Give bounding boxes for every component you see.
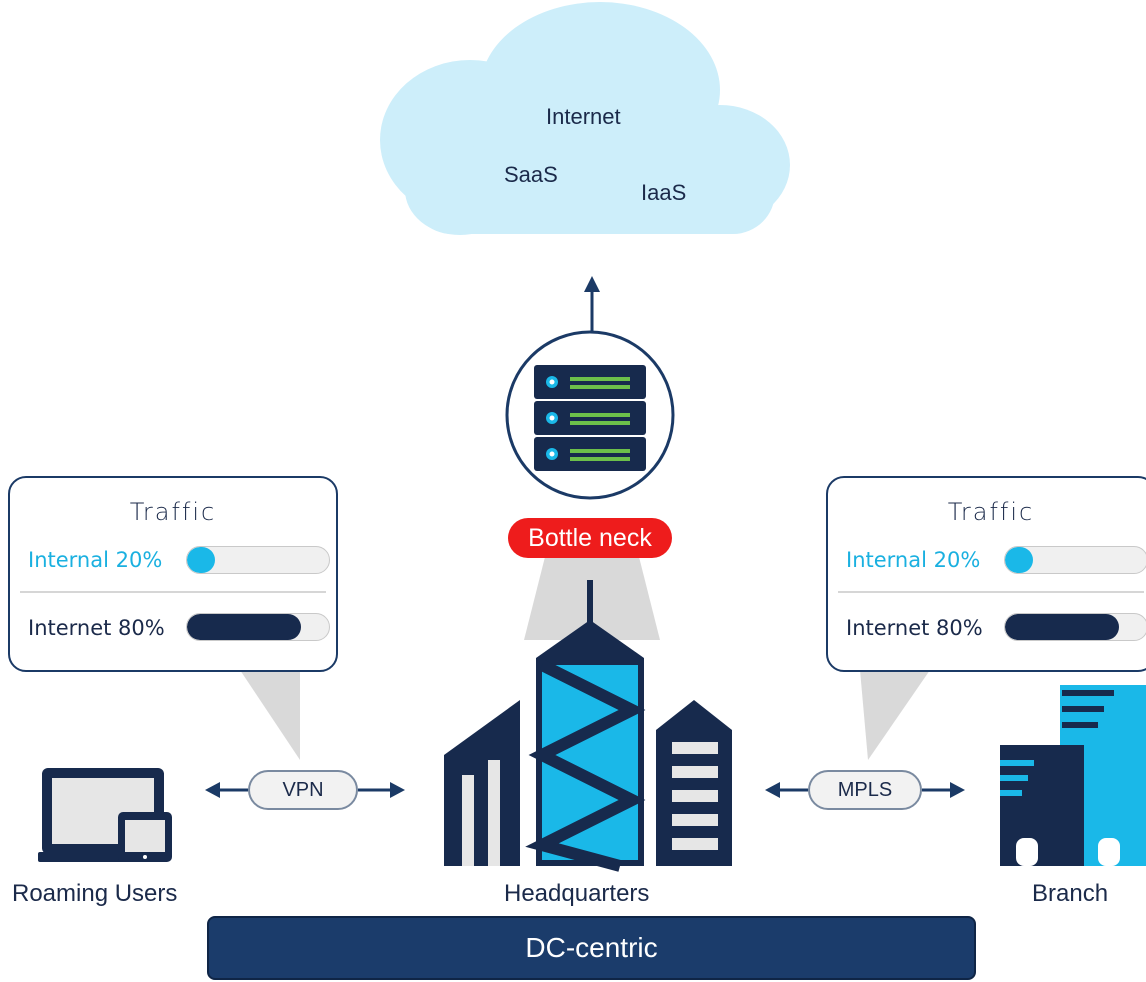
left-internet-label: Internet 80%	[28, 616, 165, 640]
left-callout-pointer	[240, 670, 300, 760]
cloud-label-iaas: IaaS	[641, 180, 687, 205]
left-traffic-divider	[20, 591, 326, 593]
vpn-arrow-right	[358, 782, 405, 798]
headquarters-label: Headquarters	[504, 880, 650, 907]
right-traffic-panel: Traffic Internal 20% Internet 80%	[826, 476, 1146, 672]
right-internet-bar	[1004, 613, 1146, 641]
vpn-link-pill: VPN	[248, 770, 358, 810]
tablet-icon	[118, 812, 172, 862]
left-internet-bar	[186, 613, 330, 641]
bottleneck-badge: Bottle neck	[508, 518, 672, 558]
right-internet-fill	[1005, 614, 1119, 640]
left-traffic-panel: Traffic Internal 20% Internet 80%	[8, 476, 338, 672]
mpls-arrow-left	[765, 782, 808, 798]
headquarters-icon	[444, 580, 732, 872]
left-internal-fill	[187, 547, 216, 573]
roaming-users-label: Roaming Users	[12, 880, 178, 907]
right-internal-fill	[1005, 547, 1034, 573]
right-internal-bar	[1004, 546, 1146, 574]
cloud-shape	[380, 2, 790, 235]
mpls-arrow-right	[922, 782, 965, 798]
right-internet-label: Internet 80%	[846, 616, 983, 640]
arrow-up-icon	[584, 276, 600, 334]
mpls-link-pill: MPLS	[808, 770, 922, 810]
right-traffic-title: Traffic	[947, 498, 1035, 526]
left-internet-fill	[187, 614, 301, 640]
branch-label: Branch	[1032, 880, 1109, 907]
branch-icon	[1000, 685, 1146, 866]
vpn-arrow-left	[205, 782, 248, 798]
left-internal-bar	[186, 546, 330, 574]
cloud-label-saas: SaaS	[504, 162, 558, 187]
right-callout-pointer	[860, 670, 930, 760]
server-icon	[505, 330, 675, 500]
dc-centric-banner: DC-centric	[207, 916, 976, 980]
right-traffic-divider	[838, 591, 1144, 593]
right-internal-label: Internal 20%	[846, 548, 981, 572]
left-traffic-title: Traffic	[129, 498, 217, 526]
cloud-label-internet: Internet	[546, 104, 621, 129]
left-internal-label: Internal 20%	[28, 548, 163, 572]
